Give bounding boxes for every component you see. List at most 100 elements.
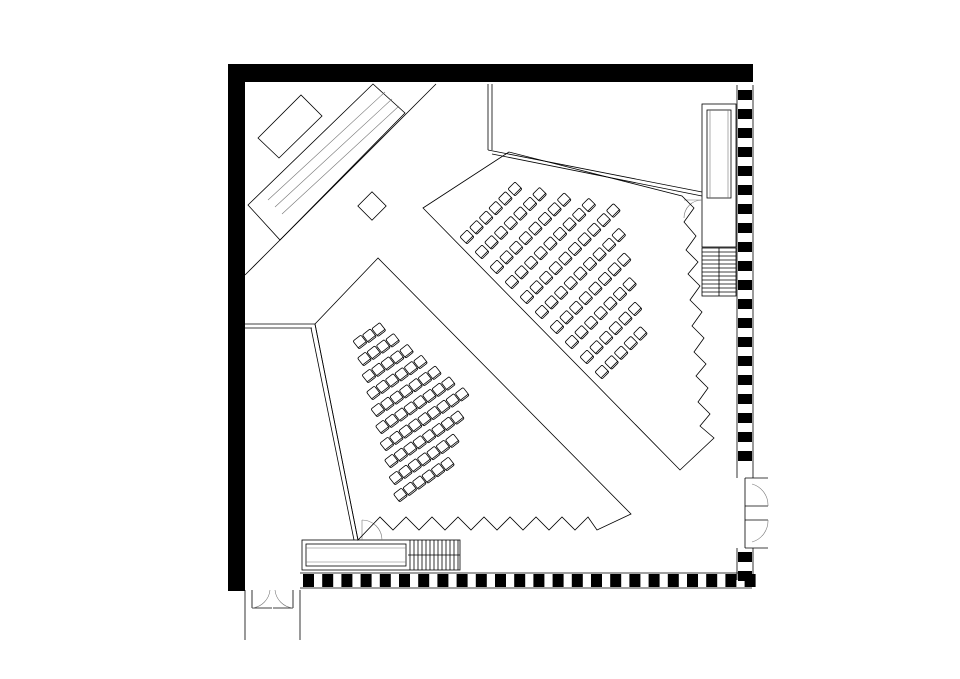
seat [412, 435, 427, 450]
seat [417, 412, 432, 427]
seat-back [389, 420, 399, 427]
seat [399, 344, 414, 359]
seat-cushion [574, 325, 589, 340]
seat-back [513, 187, 522, 196]
seat [441, 416, 455, 431]
seat-back [490, 241, 498, 249]
seat-back [579, 272, 587, 280]
seat [404, 361, 418, 376]
seat-cushion [413, 355, 428, 369]
seat-back [399, 373, 409, 381]
seat-cushion [508, 182, 522, 196]
window-pier [738, 451, 752, 461]
seat-cushion [412, 435, 427, 450]
seat-back [413, 384, 422, 392]
seat-back [436, 429, 445, 437]
seat-back [367, 335, 376, 342]
seat [598, 272, 612, 286]
seat-back [403, 471, 412, 478]
seat [578, 291, 593, 306]
seat-back [427, 435, 436, 443]
seat-back [465, 235, 474, 244]
window-pier [738, 413, 752, 423]
stage [244, 83, 437, 276]
window-pier [738, 242, 752, 252]
seat-back [495, 265, 504, 274]
seat [593, 306, 608, 321]
seat-back [385, 362, 395, 370]
seat-cushion [611, 228, 626, 243]
seat [548, 261, 563, 276]
window-pier [738, 128, 752, 138]
seat-back [555, 325, 564, 334]
seat-back [588, 262, 597, 271]
seat-cushion [529, 280, 544, 295]
seat-back [600, 370, 609, 379]
seat-cushion [445, 433, 460, 448]
seat-cushion [408, 418, 423, 433]
seat-cushion [375, 420, 390, 434]
seat-cushion [598, 272, 612, 286]
seat-cushion [580, 350, 594, 364]
seat [385, 333, 400, 348]
seat-cushion [499, 250, 514, 265]
seat [558, 251, 573, 266]
seat [565, 335, 579, 349]
seat-back [554, 266, 563, 275]
seat-back [394, 437, 403, 444]
seat-cushion [403, 401, 418, 416]
window-pier [591, 574, 602, 587]
seat-cushion [488, 201, 503, 216]
seat-cushion [479, 210, 494, 225]
seat [539, 270, 554, 285]
southwest-entrance-door [244, 589, 301, 640]
seat-back [509, 221, 518, 230]
seat-cushion [393, 488, 408, 502]
seat-back [422, 378, 432, 386]
southwest-stair-treads [408, 540, 460, 570]
seat-cushion [417, 452, 432, 467]
seat-back [583, 238, 591, 246]
seat-cushion [520, 290, 534, 304]
seat-back [499, 231, 508, 240]
seat-cushion [426, 446, 441, 461]
seat-cushion [398, 424, 413, 439]
seat-back [504, 197, 512, 205]
window-pier [341, 574, 353, 587]
seat-cushion [513, 206, 528, 221]
seat [389, 471, 403, 485]
seat-cushion [384, 454, 399, 468]
seat-back [366, 375, 376, 383]
seat [587, 222, 602, 237]
seat-back [577, 213, 586, 222]
seat [633, 326, 648, 341]
seat-back [445, 423, 455, 430]
seat-back [376, 328, 386, 336]
seat [550, 320, 564, 334]
seat-cushion [436, 399, 451, 414]
seat-cushion [623, 336, 638, 351]
seat [518, 231, 533, 246]
seat-cushion [562, 217, 577, 232]
seat [380, 396, 395, 411]
seat-cushion [595, 365, 609, 379]
seat-back [609, 302, 617, 310]
seat-back [603, 277, 612, 286]
seat-back [618, 292, 627, 301]
seat [394, 447, 408, 462]
seat [543, 236, 558, 251]
seat [528, 221, 543, 236]
seat-back [427, 395, 436, 403]
seat-cushion [398, 464, 413, 479]
seat [403, 481, 417, 496]
seat-cushion [614, 345, 629, 360]
seat [375, 420, 390, 434]
seat-back [384, 443, 394, 451]
seat-cushion [606, 203, 621, 218]
seat [455, 387, 470, 402]
seat-back [622, 258, 631, 267]
seat-back [480, 250, 489, 259]
seat [617, 252, 632, 267]
seat-cushion [572, 207, 587, 222]
